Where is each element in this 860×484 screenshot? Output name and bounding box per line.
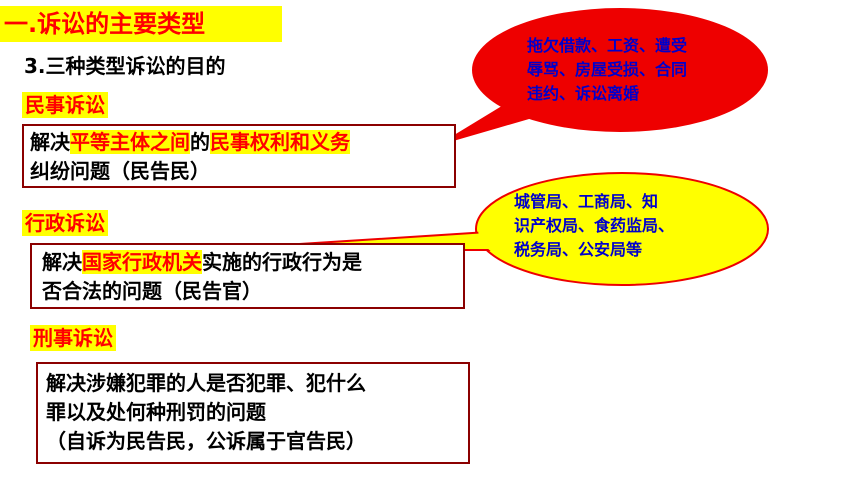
admin-line-1: 解决国家行政机关实施的行政行为是 [42, 248, 453, 277]
page-title: 一.诉讼的主要类型 [0, 6, 282, 42]
civil-highlight-rights-duties: 民事权利和义务 [210, 130, 350, 154]
callout-red-line: 辱骂、房屋受损、合同 [527, 60, 688, 79]
civil-line1-mid: 的 [190, 130, 210, 154]
admin-line-2: 否合法的问题（民告官） [42, 279, 262, 303]
civil-litigation-box: 解决平等主体之间的民事权利和义务 纠纷问题（民告民） [22, 124, 456, 188]
criminal-line-2: 罪以及处何种刑罚的问题 [46, 400, 266, 424]
admin-litigation-tag: 行政诉讼 [22, 210, 108, 236]
criminal-litigation-box: 解决涉嫌犯罪的人是否犯罪、犯什么 罪以及处何种刑罚的问题 （自诉为民告民，公诉属… [36, 362, 470, 464]
civil-line-2: 纠纷问题（民告民） [30, 159, 210, 183]
criminal-line-1: 解决涉嫌犯罪的人是否犯罪、犯什么 [46, 371, 366, 395]
admin-litigation-box: 解决国家行政机关实施的行政行为是 否合法的问题（民告官） [30, 243, 465, 309]
section-subtitle: 3.三种类型诉讼的目的 [24, 54, 226, 78]
admin-line1-post: 实施的行政行为是 [202, 250, 362, 274]
callout-red-bubble [436, 8, 768, 146]
callout-red-line: 违约、诉讼离婚 [527, 84, 640, 103]
callout-red-line: 拖欠借款、工资、遭受 [527, 36, 688, 55]
callout-red-text: 拖欠借款、工资、遭受 辱骂、房屋受损、合同 违约、诉讼离婚 [527, 34, 687, 106]
admin-line1-pre: 解决 [42, 250, 82, 274]
callout-yellow-text: 城管局、工商局、知 识产权局、食药监局、 税务局、公安局等 [514, 190, 674, 262]
callout-yellow-line: 城管局、工商局、知 [514, 192, 659, 211]
criminal-litigation-tag: 刑事诉讼 [30, 325, 116, 351]
civil-highlight-equal-parties: 平等主体之间 [70, 130, 190, 154]
admin-highlight-state-organs: 国家行政机关 [82, 250, 202, 274]
criminal-line-3: （自诉为民告民，公诉属于官告民） [46, 429, 366, 453]
civil-litigation-tag: 民事诉讼 [22, 92, 108, 118]
civil-line-1: 解决平等主体之间的民事权利和义务 [30, 128, 448, 157]
callout-yellow-line: 识产权局、食药监局、 [514, 216, 675, 235]
callout-yellow-line: 税务局、公安局等 [514, 240, 643, 259]
callout-yellow-bubble [205, 172, 769, 286]
civil-line1-pre: 解决 [30, 130, 70, 154]
